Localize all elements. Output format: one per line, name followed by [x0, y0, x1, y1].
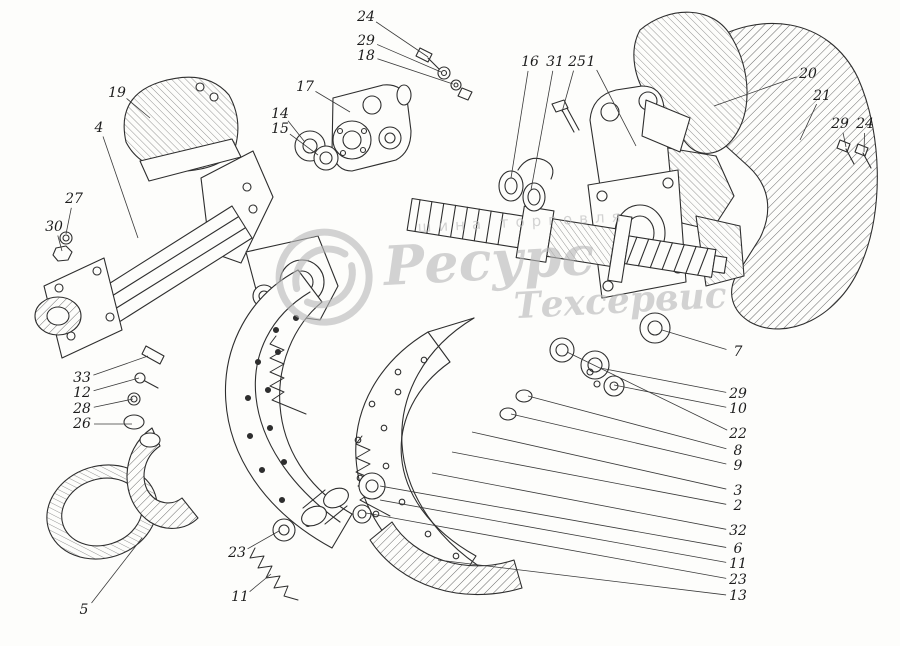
camshaft-bracket-assembly — [294, 84, 412, 172]
brake-shoe-right — [354, 317, 499, 593]
brake-shoe-left — [224, 269, 353, 549]
lock-wire — [517, 157, 554, 180]
axle-beam — [34, 205, 253, 359]
return-spring-upper — [269, 335, 307, 415]
return-spring-lower — [249, 547, 299, 601]
kingpin-nut-washer — [52, 231, 73, 262]
axle-spindle-shaft — [406, 197, 728, 283]
knuckle-bolt — [551, 99, 580, 133]
anchor-hardware — [272, 472, 386, 542]
fastener-set-top — [415, 47, 473, 101]
fastener-set-left — [123, 345, 165, 448]
spindle-washers — [498, 157, 554, 212]
split-bushing — [126, 427, 199, 529]
knuckle-cap-housing — [123, 76, 242, 182]
seal-rings — [499, 312, 671, 421]
